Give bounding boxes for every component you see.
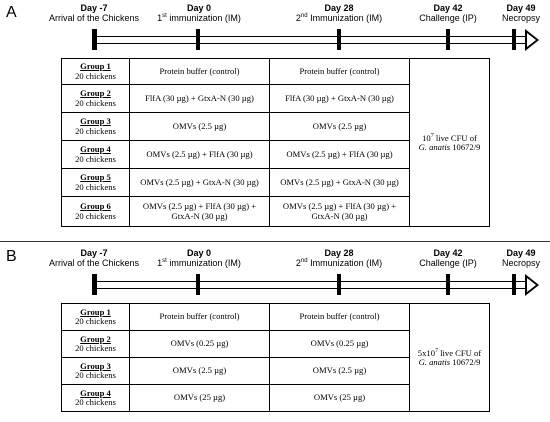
challenge-cell: 5x107 live CFU of G. anatis 10672/9	[409, 303, 490, 412]
first-immunization-cell: OMVs (2.5 µg) + FlfA (30 µg) +GtxA-N (30…	[129, 196, 270, 227]
second-immunization-cell: OMVs (2.5 µg)	[269, 357, 410, 385]
first-immunization-cell: OMVs (2.5 µg) + GtxA-N (30 µg)	[129, 168, 270, 197]
second-immunization-cell: OMVs (0.25 µg)	[269, 330, 410, 358]
timeline-b-arrowhead-inner	[527, 278, 536, 292]
panel-b-letter: B	[6, 248, 17, 265]
second-immunization-cell: Protein buffer (control)	[269, 58, 410, 85]
timeline-b-arrow-top	[94, 281, 526, 282]
timeline-b-arrow-bottom	[94, 288, 526, 289]
timeline-a-arrowhead-inner	[527, 33, 536, 47]
timeline-a-arrow-bottom	[94, 43, 526, 44]
first-immunization-cell: Protein buffer (control)	[129, 58, 270, 85]
timeline-b-tick-0	[196, 274, 200, 295]
timeline-a-tick-0	[196, 29, 200, 50]
second-immunization-cell: OMVs (2.5 µg) + GtxA-N (30 µg)	[269, 168, 410, 197]
timeline-a-tick-minus7	[92, 29, 97, 50]
first-immunization-cell: OMVs (2.5 µg)	[129, 357, 270, 385]
second-immunization-cell: OMVs (2.5 µg)	[269, 112, 410, 141]
second-immunization-cell: Protein buffer (control)	[269, 303, 410, 331]
timeline-b-tick-42	[446, 274, 450, 295]
timeline-b-tick-28	[337, 274, 341, 295]
second-immunization-cell: OMVs (25 µg)	[269, 384, 410, 412]
second-immunization-cell: FlfA (30 µg) + GtxA-N (30 µg)	[269, 84, 410, 113]
first-immunization-cell: Protein buffer (control)	[129, 303, 270, 331]
timeline-a-tick-28	[337, 29, 341, 50]
first-immunization-cell: OMVs (0.25 µg)	[129, 330, 270, 358]
first-immunization-cell: OMVs (2.5 µg) + FlfA (30 µg)	[129, 140, 270, 169]
second-immunization-cell: OMVs (2.5 µg) + FlfA (30 µg)	[269, 140, 410, 169]
panel-divider	[0, 241, 550, 242]
first-immunization-cell: OMVs (2.5 µg)	[129, 112, 270, 141]
second-immunization-cell: OMVs (2.5 µg) + FlfA (30 µg) +GtxA-N (30…	[269, 196, 410, 227]
timeline-a-tick-49	[512, 29, 516, 50]
challenge-cell: 107 live CFU of G. anatis 10672/9	[409, 58, 490, 227]
timeline-b-tick-minus7	[92, 274, 97, 295]
first-immunization-cell: FlfA (30 µg) + GtxA-N (30 µg)	[129, 84, 270, 113]
panel-a-letter: A	[6, 4, 17, 21]
first-immunization-cell: OMVs (25 µg)	[129, 384, 270, 412]
timeline-b-tick-49	[512, 274, 516, 295]
timeline-a-tick-42	[446, 29, 450, 50]
timeline-a-arrow-top	[94, 36, 526, 37]
